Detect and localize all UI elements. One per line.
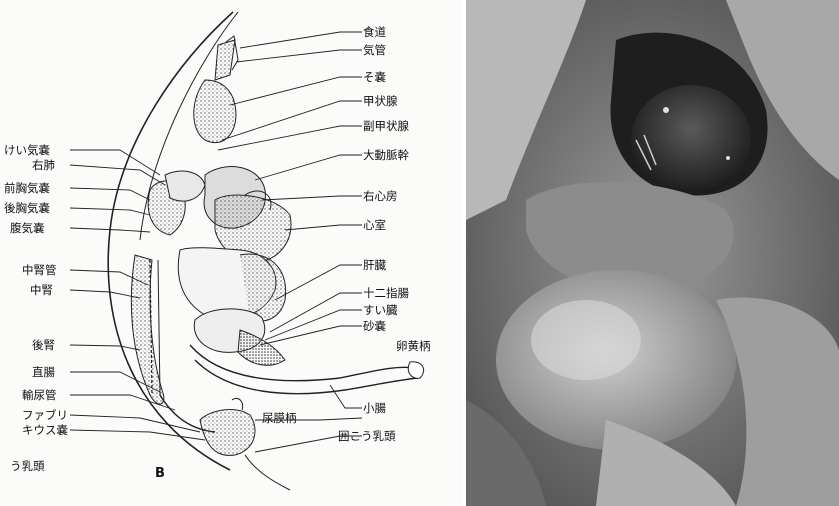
label-pancreas: すい臓: [363, 304, 398, 317]
label-ureter: 輸尿管: [22, 389, 57, 402]
label-duodenum: 十二指腸: [363, 287, 409, 300]
label-yolk-stalk: 卵黄柄: [396, 340, 431, 353]
label-parathyroid: 副甲状腺: [363, 120, 409, 133]
label-metanephros: 後腎: [32, 339, 55, 352]
label-liver: 肝臓: [363, 259, 386, 272]
label-small-intestine: 小腸: [363, 402, 386, 415]
label-abdominal-air-sac: 腹気嚢: [10, 222, 45, 235]
dissection-photograph: [466, 0, 839, 506]
anatomy-diagram: 食道 気管 そ嚢 甲状腺 副甲状腺 大動脈幹 右心房 心室 肝臓 十二指腸 すい…: [0, 0, 462, 506]
label-pericloacal-papilla: 囲こう乳頭: [338, 430, 396, 443]
label-fabricius-1: ファブリ: [22, 409, 68, 422]
label-fabricius-2: キウス嚢: [22, 424, 68, 437]
label-esophagus: 食道: [363, 26, 386, 39]
label-ventricle: 心室: [363, 219, 386, 232]
label-rectum: 直腸: [32, 366, 55, 379]
label-papilla: う乳頭: [10, 460, 45, 473]
label-mesonephros: 中腎: [30, 284, 53, 297]
panel-letter: B: [155, 466, 165, 481]
label-gizzard: 砂嚢: [363, 320, 386, 333]
label-mesonephric-duct: 中腎管: [22, 264, 57, 277]
label-anterior-thoracic-air-sac: 前胸気嚢: [4, 182, 50, 195]
label-thyroid: 甲状腺: [363, 95, 398, 108]
label-allantoic-stalk: 尿膜柄: [262, 412, 297, 425]
label-aortic-trunk: 大動脈幹: [363, 149, 409, 162]
label-posterior-thoracic-air-sac: 後胸気嚢: [4, 202, 50, 215]
label-crop: そ嚢: [363, 71, 386, 84]
photo-image: [466, 0, 839, 506]
label-right-lung: 右肺: [32, 159, 55, 172]
label-right-atrium: 右心房: [363, 190, 398, 203]
label-cervical-air-sac: けい気嚢: [4, 144, 50, 157]
label-trachea: 気管: [363, 44, 386, 57]
